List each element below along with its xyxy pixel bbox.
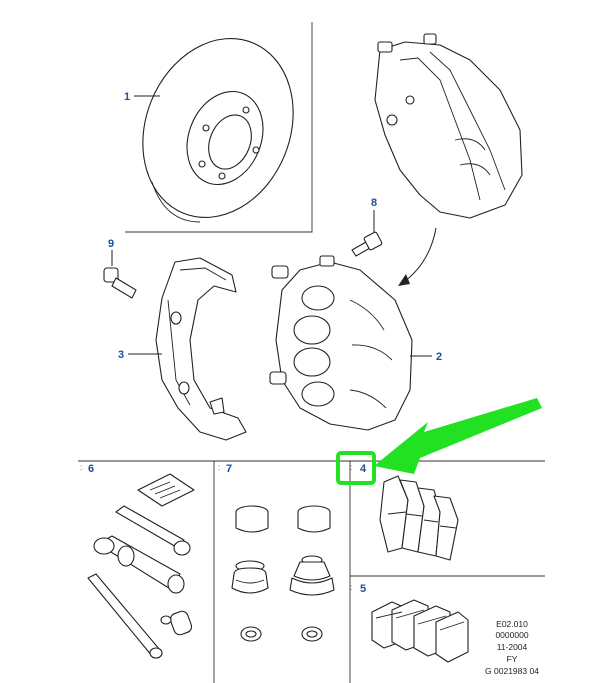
svg-text::: : xyxy=(80,463,82,472)
green-highlight-annotation xyxy=(336,398,542,485)
callout-3: 3 xyxy=(118,349,124,361)
highlight-box xyxy=(336,451,376,485)
drawing-reference-block: E02.010 0000000 11-2004 FY G 0021983 04 xyxy=(485,619,539,676)
svg-text::: : xyxy=(218,463,220,472)
caliper-carrier-bracket-part[interactable] xyxy=(128,257,247,441)
reference-line-1: E02.010 xyxy=(496,619,528,629)
callout-6: 6 xyxy=(88,463,94,475)
caliper-assembly-view xyxy=(374,33,523,219)
callout-8: 8 xyxy=(371,197,377,209)
assembly-arrow xyxy=(398,227,437,286)
callout-1: 1 xyxy=(124,91,130,103)
brake-pad-set-panel[interactable]: : 4 xyxy=(350,463,459,561)
reference-line-5: G 0021983 04 xyxy=(485,666,539,676)
callout-9: 9 xyxy=(108,238,114,250)
disc-frame xyxy=(125,22,313,233)
seal-kit-panel[interactable]: : 7 xyxy=(218,463,335,642)
callout-7: 7 xyxy=(226,463,232,475)
brake-pad-alt-panel[interactable]: : 5 xyxy=(350,583,469,663)
callout-4: 4 xyxy=(360,463,367,475)
caliper-housing-part[interactable] xyxy=(269,255,432,431)
reference-line-2: 0000000 xyxy=(495,630,528,640)
guide-pin-kit-panel[interactable]: : 6 xyxy=(80,463,195,659)
svg-text::: : xyxy=(350,583,352,592)
bracket-bolt-part[interactable] xyxy=(103,250,137,299)
callout-5: 5 xyxy=(360,583,366,595)
caliper-bolt-part[interactable] xyxy=(351,210,383,257)
svg-text::: : xyxy=(350,463,352,472)
diagram-frames xyxy=(78,22,545,683)
reference-line-4: FY xyxy=(507,654,518,664)
callout-2: 2 xyxy=(436,351,442,363)
highlight-arrow-icon xyxy=(374,398,542,474)
reference-line-3: 11-2004 xyxy=(497,642,528,652)
brake-disc-part[interactable] xyxy=(117,16,319,241)
